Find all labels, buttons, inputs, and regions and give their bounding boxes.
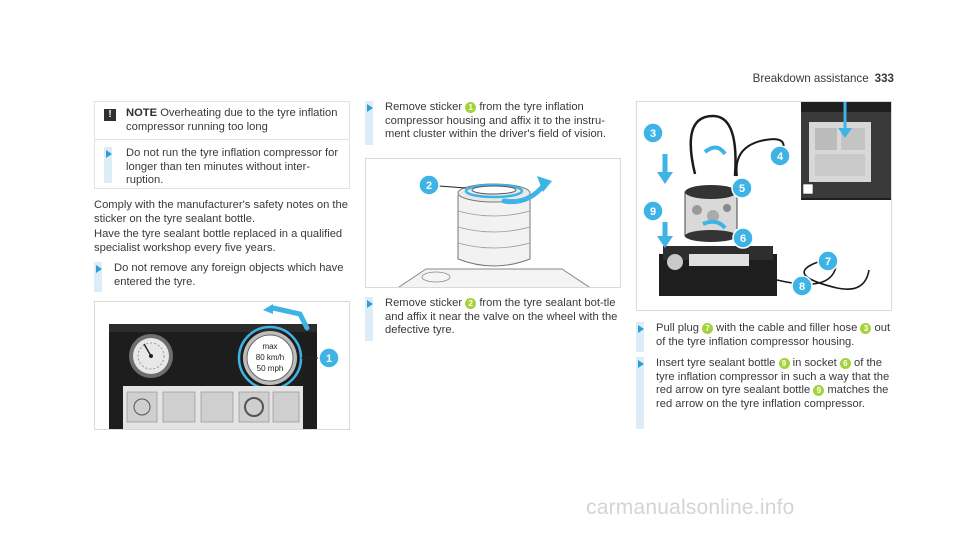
callout-ref-1: 1 xyxy=(465,102,477,113)
step-remove-sticker-1: Remove sticker 1 from the tyre inflation… xyxy=(385,101,623,142)
note-text: NOTE Overheating due to the tyre inflati… xyxy=(126,107,342,134)
step-text-part: matches the red arrow on the tyre inflat… xyxy=(656,384,889,410)
step-bar xyxy=(104,147,112,183)
step-pull-plug: Pull plug 7 with the cable and filler ho… xyxy=(656,322,896,349)
callout-ref-9: 9 xyxy=(778,358,790,369)
step-arrow-icon xyxy=(96,265,102,273)
callout-4-number: 4 xyxy=(777,151,784,163)
callout-9-number: 9 xyxy=(650,206,656,218)
step-text-part: out of the tyre inflation compressor hou… xyxy=(656,322,891,348)
warning-icon: ! xyxy=(104,109,116,121)
step-bar xyxy=(636,357,644,429)
compressor-illustration: max 80 km/h 50 mph 1 xyxy=(109,304,340,429)
paragraph-replace: Have the tyre sealant bottle replaced in… xyxy=(94,228,343,254)
sealant-bottle-illustration: 2 xyxy=(398,174,590,287)
step-text-part: with the cable and filler hose xyxy=(716,322,858,334)
callout-7-number: 7 xyxy=(825,256,831,268)
callout-7: 7 xyxy=(817,250,839,272)
figure-compressor-sticker: max 80 km/h 50 mph 1 xyxy=(94,301,350,430)
note-label: NOTE xyxy=(126,107,158,119)
figure-sealant-bottle: 2 xyxy=(365,158,621,288)
step-text-part: Pull plug xyxy=(656,322,699,334)
step-text-part: of the tyre inflation compressor in such… xyxy=(656,357,890,397)
step-arrow-icon xyxy=(638,360,644,368)
callout-ref-9b: 9 xyxy=(813,385,825,397)
callout-4: 4 xyxy=(769,145,791,167)
callout-2: 2 xyxy=(418,174,440,196)
callout-2-number: 2 xyxy=(426,180,432,192)
step-text-part: in socket xyxy=(792,357,837,369)
step-arrow-icon xyxy=(638,325,644,333)
callout-3-number: 3 xyxy=(650,128,656,140)
step-bar xyxy=(94,262,102,292)
paragraph-safety: Comply with the manufacturer's safety no… xyxy=(94,199,348,225)
gauge-text-mph: 50 mph xyxy=(257,364,284,373)
note-step: Do not run the tyre inflation compressor… xyxy=(126,147,339,187)
callout-3: 3 xyxy=(642,122,664,144)
figure-compressor-setup: 3 4 5 9 6 7 8 xyxy=(636,101,892,311)
step-arrow-icon xyxy=(367,104,373,112)
gauge-text-kmh: 80 km/h xyxy=(256,353,284,362)
step-text-part: Remove sticker xyxy=(385,101,463,113)
step-bar xyxy=(636,322,644,352)
callout-6-number: 6 xyxy=(740,233,746,245)
section-title: Breakdown assistance xyxy=(752,72,869,85)
step-text-part: from the tyre inflation compressor housi… xyxy=(385,101,607,141)
watermark: carmanualsonline.info xyxy=(586,496,795,519)
step-bar xyxy=(365,297,373,341)
step-arrow-icon xyxy=(367,300,373,308)
callout-6: 6 xyxy=(732,227,754,249)
page-header: Breakdown assistance 333 xyxy=(746,72,894,86)
callout-ref-7: 7 xyxy=(702,323,714,334)
step-arrow-icon xyxy=(106,150,112,158)
note-header: ! NOTE Overheating due to the tyre infla… xyxy=(95,102,349,140)
note-body: Overheating due to the tyre inflation co… xyxy=(126,107,338,133)
callout-ref-3: 3 xyxy=(860,323,872,334)
step-foreign-objects: Do not remove any foreign objects which … xyxy=(114,262,344,288)
step-text-part: from the tyre sealant bot-tle and affix … xyxy=(385,297,618,337)
step-text-part: Remove sticker xyxy=(385,297,463,309)
callout-ref-2: 2 xyxy=(465,298,477,309)
callout-5-number: 5 xyxy=(739,183,745,195)
callout-8: 8 xyxy=(791,275,813,297)
callout-1-number: 1 xyxy=(326,353,332,365)
step-remove-sticker-2: Remove sticker 2 from the tyre sealant b… xyxy=(385,297,623,338)
callout-8-number: 8 xyxy=(799,281,805,293)
compressor-setup-illustration: 3 4 5 9 6 7 8 xyxy=(642,102,891,297)
step-text-part: Insert tyre sealant bottle xyxy=(656,357,776,369)
callout-1: 1 xyxy=(318,347,340,369)
page-number: 333 xyxy=(874,72,894,85)
step-bar xyxy=(365,101,373,145)
callout-ref-6: 6 xyxy=(839,358,851,369)
gauge-text-max: max xyxy=(262,342,277,351)
callout-9: 9 xyxy=(642,200,664,222)
step-insert-bottle: Insert tyre sealant bottle 9 in socket 6… xyxy=(656,357,896,411)
callout-5: 5 xyxy=(731,177,753,199)
note-box: ! NOTE Overheating due to the tyre infla… xyxy=(94,101,350,189)
